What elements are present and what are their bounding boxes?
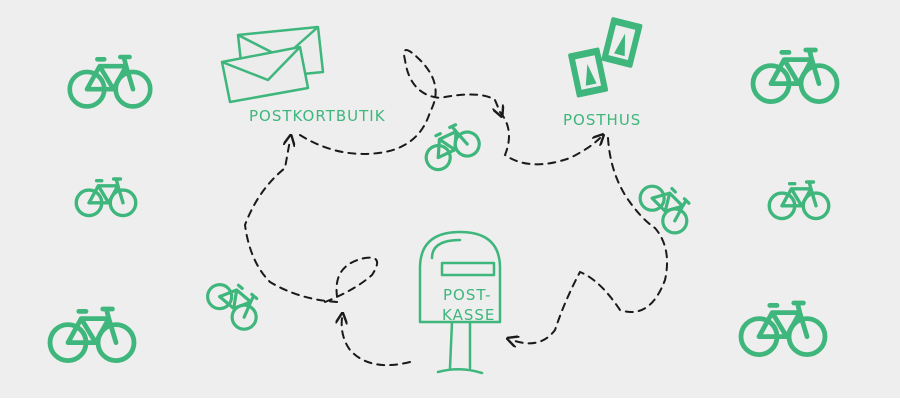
- mailbox-icon: [418, 230, 502, 375]
- route-path-loop-to-posthus: [499, 111, 600, 166]
- route-path-loop-to-shop: [243, 140, 379, 304]
- route-path-posthus-to-mailbox: [512, 137, 668, 343]
- mailbox-label-line2: KASSE: [442, 306, 495, 324]
- route-path-shop-to-posthus: [299, 49, 500, 155]
- envelope-icon: [220, 25, 325, 104]
- postcard-shop-label: POSTKORTBUTIK: [249, 107, 386, 125]
- stamp-icon: [568, 17, 643, 98]
- mailbox-label-line1: POST-: [443, 286, 492, 304]
- post-office-label: POSTHUS: [563, 111, 641, 129]
- route-path-mailbox-to-loop: [342, 318, 411, 367]
